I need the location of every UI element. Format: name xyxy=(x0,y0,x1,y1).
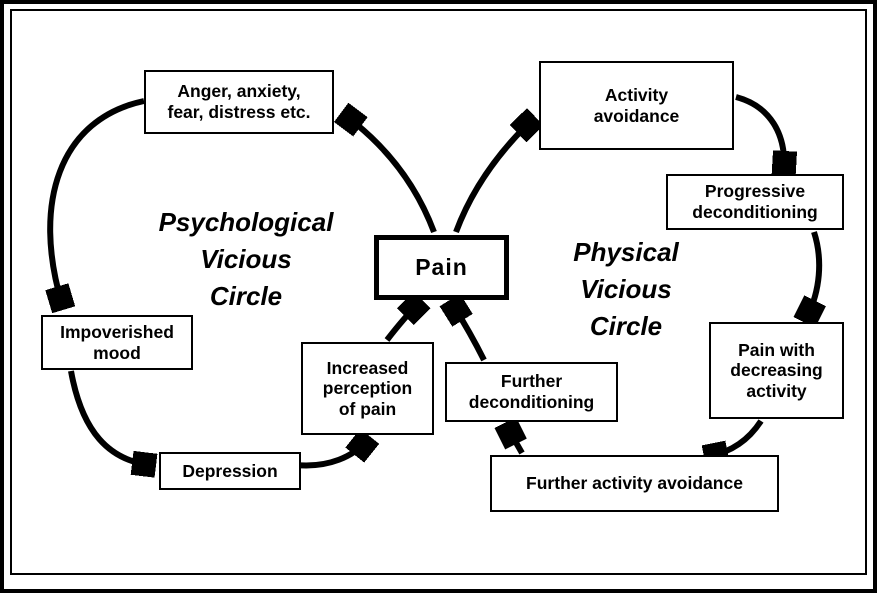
psychological-circle-title: Psychological Vicious Circle xyxy=(158,207,334,311)
node-impoverished-mood: Impoverished mood xyxy=(41,315,193,370)
arrow-depression-to-increased-perception xyxy=(295,441,366,469)
node-increased-perception: Increased perception of pain xyxy=(301,342,434,435)
node-further-activity-avoidance-label: Further activity avoidance xyxy=(526,473,743,494)
node-depression-label: Depression xyxy=(182,460,278,481)
physical-circle-title: Physical Vicious Circle xyxy=(573,237,679,341)
node-increased-perception-label: Increased perception of pain xyxy=(322,357,413,419)
node-further-activity-avoidance: Further activity avoidance xyxy=(490,455,779,512)
node-further-deconditioning-label: Further deconditioning xyxy=(468,371,595,412)
node-depression: Depression xyxy=(159,452,301,490)
node-further-deconditioning: Further deconditioning xyxy=(445,362,618,422)
arrow-impoverished-mood-to-depression xyxy=(68,370,150,465)
arrow-pain-to-activity-avoidance xyxy=(453,121,531,234)
node-anger-anxiety: Anger, anxiety, fear, distress etc. xyxy=(144,70,334,134)
arrow-increased-perception-to-pain xyxy=(384,304,418,342)
arrow-progressive-deconditioning-to-pain-decreasing xyxy=(807,231,819,317)
node-pain-decreasing-activity-label: Pain with decreasing activity xyxy=(730,339,823,401)
arrow-pain-to-anger xyxy=(346,116,437,234)
node-pain-decreasing-activity: Pain with decreasing activity xyxy=(709,322,844,419)
arrow-activity-avoidance-to-progressive-deconditioning xyxy=(735,94,784,169)
arrow-further-activity-avoidance-to-further-deconditioning xyxy=(508,428,522,455)
node-pain: Pain xyxy=(374,235,509,300)
node-pain-label: Pain xyxy=(415,253,468,280)
arrow-anger-to-impoverished-mood xyxy=(50,98,145,304)
arrow-further-deconditioning-to-pain xyxy=(453,305,487,362)
arrow-pain-decreasing-to-further-activity-avoidance xyxy=(710,419,764,456)
node-progressive-deconditioning-label: Progressive deconditioning xyxy=(692,181,818,222)
node-anger-anxiety-label: Anger, anxiety, fear, distress etc. xyxy=(167,81,311,122)
node-activity-avoidance: Activity avoidance xyxy=(539,61,734,150)
node-progressive-deconditioning: Progressive deconditioning xyxy=(666,174,844,230)
node-activity-avoidance-label: Activity avoidance xyxy=(593,84,680,126)
node-impoverished-mood-label: Impoverished mood xyxy=(60,321,174,363)
